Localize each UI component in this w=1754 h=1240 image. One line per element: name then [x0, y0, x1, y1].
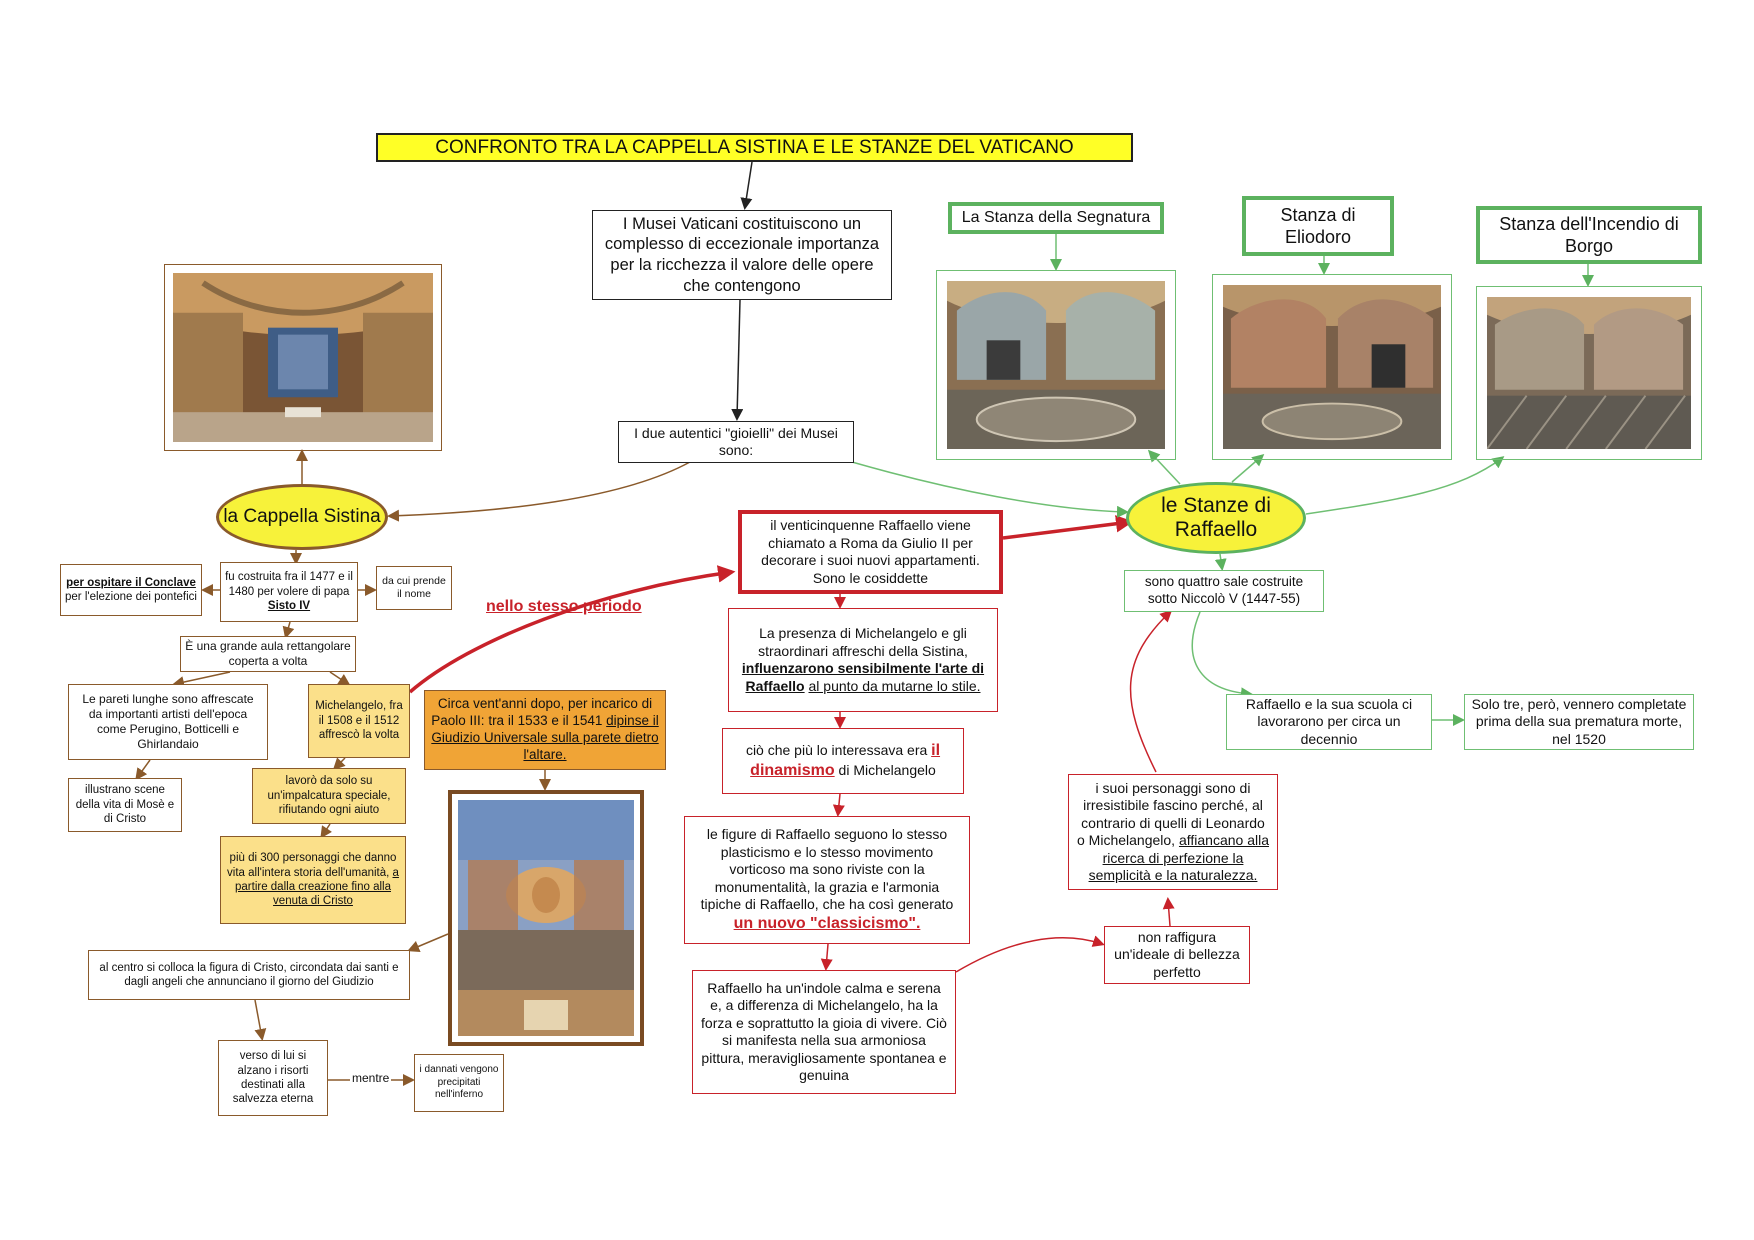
nuovo-classicismo: un nuovo "classicismo". [733, 914, 921, 932]
fascino-text: i suoi personaggi sono di irresistibile … [1077, 779, 1265, 849]
edge-sale-scuola [1191, 611, 1253, 700]
quattro-sale-box: sono quattro sale costruite sotto Niccol… [1124, 570, 1324, 612]
costruita-text: fu costruita fra il 1477 e il 1480 per v… [225, 571, 353, 598]
scene-box: illustrano scene della vita di Mosè e di… [68, 778, 182, 832]
ideale-bellezza-box: non raffigura un'ideale di bellezza perf… [1104, 926, 1250, 984]
influenzarono-text: influenzarono sensibilmente l'arte di Ra… [741, 660, 985, 694]
edge-stanze-segnatura [1147, 449, 1181, 485]
edge-giudizio-cristo [407, 933, 449, 953]
edge-indole-bellezza [955, 935, 1105, 973]
sisto-iv: Sisto IV [267, 600, 311, 613]
edge-stanze-sale [1214, 553, 1227, 571]
giudizio-universale-box: Circa vent'anni dopo, per incarico di Pa… [424, 690, 666, 770]
pareti-box: Le pareti lunghe sono affrescate da impo… [68, 684, 268, 760]
edge-dinamismo-figure [832, 793, 845, 817]
edge-stanze-incendio [1305, 456, 1505, 515]
eliodoro-photo [1212, 274, 1452, 460]
presenza-text: La presenza di Michelangelo e gli straor… [758, 625, 968, 659]
ospitare-elezione: per l'elezione dei pontefici [65, 591, 197, 603]
page-title: CONFRONTO TRA LA CAPPELLA SISTINA E LE S… [376, 133, 1133, 162]
incendio-photo [1476, 286, 1702, 460]
stanza-segnatura-title: La Stanza della Segnatura [948, 202, 1164, 234]
risorti-box: verso di lui si alzano i risorti destina… [218, 1040, 328, 1116]
personaggi-box: più di 300 personaggi che danno vita all… [220, 836, 406, 924]
stanza-eliodoro-title: Stanza di Eliodoro [1242, 196, 1394, 256]
last-judgment-photo [448, 790, 644, 1046]
figure-text: le figure di Raffaello seguono lo stesso… [700, 826, 954, 913]
scuola-box: Raffaello e la sua scuola ci lavorarono … [1226, 694, 1432, 750]
costruita-box: fu costruita fra il 1477 e il 1480 per v… [220, 562, 358, 622]
dipinse-giudizio: dipinse il Giudizio Universale sulla par… [431, 713, 659, 762]
dinamismo-box: ciò che più lo interessava era il dinami… [722, 728, 964, 794]
musei-box: I Musei Vaticani costituiscono un comple… [592, 210, 892, 300]
semplicita-naturalezza: affiancano alla ricerca di perfezione la… [1088, 832, 1269, 883]
edge-musei-gioielli [731, 299, 744, 421]
mutarne-stile: al punto da mutarne lo stile. [808, 677, 981, 694]
edge-aula-michelangelo [329, 671, 351, 686]
personaggi-text: più di 300 personaggi che danno vita all… [227, 852, 397, 879]
ospitare-box: per ospitare il Conclave per l'elezione … [60, 564, 202, 616]
edge-pareti-scene [135, 759, 151, 781]
edge-gioielli-cappella [387, 461, 691, 522]
stanza-incendio-title: Stanza dell'Incendio di Borgo [1476, 206, 1702, 264]
dinamismo-highlight: il dinamismo [750, 742, 941, 779]
ospitare-conclave: per ospitare il Conclave [66, 576, 196, 589]
dinamismo-text: ciò che più lo interessava era [745, 742, 928, 758]
solo-tre-box: Solo tre, però, vennero completate prima… [1464, 694, 1694, 750]
edge-stanze-eliodoro [1231, 454, 1265, 483]
ventanni-text: Circa vent'anni dopo, per incarico di Pa… [431, 696, 653, 729]
dannati-box: i dannati vengono precipitati nell'infer… [414, 1054, 504, 1112]
indole-box: Raffaello ha un'indole calma e serena e,… [692, 970, 956, 1094]
personaggi-creazione: a partire dalla creazione fino alla venu… [235, 866, 399, 908]
presenza-michelangelo-box: La presenza di Michelangelo e gli straor… [728, 608, 998, 712]
fascino-box: i suoi personaggi sono di irresistibile … [1068, 774, 1278, 890]
impalcatura-box: lavorò da solo su un'impalcatura special… [252, 768, 406, 824]
edge-periodo [408, 565, 736, 694]
edge-solo-personaggi [320, 823, 332, 839]
gioielli-box: I due autentici "gioielli" dei Musei son… [618, 421, 854, 463]
nello-stesso-periodo-label: nello stesso periodo [486, 598, 642, 615]
edge-fascino-sale [1129, 609, 1173, 773]
mentre-label: mentre [350, 1071, 392, 1085]
stanze-raffaello-node: le Stanze di Raffaello [1126, 482, 1306, 554]
edge-cristo-risorti [254, 999, 267, 1041]
cristo-box: al centro si colloca la figura di Cristo… [88, 950, 410, 1000]
edge-chiamato-stanze [1002, 515, 1134, 540]
cappella-sistina-node: la Cappella Sistina [216, 484, 388, 550]
aula-box: È una grande aula rettangolare coperta a… [180, 636, 356, 672]
edge-title-musei [740, 161, 753, 210]
edge-michelangelo-solo [332, 757, 346, 771]
figure-raffaello-box: le figure di Raffaello seguono lo stesso… [684, 816, 970, 944]
edge-bellezza-fascino [1162, 897, 1175, 927]
raffaello-chiamato-box: il venticinquenne Raffaello viene chiama… [738, 510, 1003, 594]
sistine-chapel-photo [164, 264, 442, 451]
edge-gioielli-stanze [851, 461, 1129, 518]
dinamismo-michelangelo: di Michelangelo [838, 762, 936, 778]
segnatura-photo [936, 270, 1176, 460]
edge-figure-indole [820, 943, 833, 971]
dacui-box: da cui prende il nome [376, 566, 452, 610]
edge-costruita-aula [282, 621, 295, 639]
michelangelo-volta-box: Michelangelo, fra il 1508 e il 1512 affr… [308, 684, 410, 758]
edge-aula-pareti [172, 671, 231, 688]
